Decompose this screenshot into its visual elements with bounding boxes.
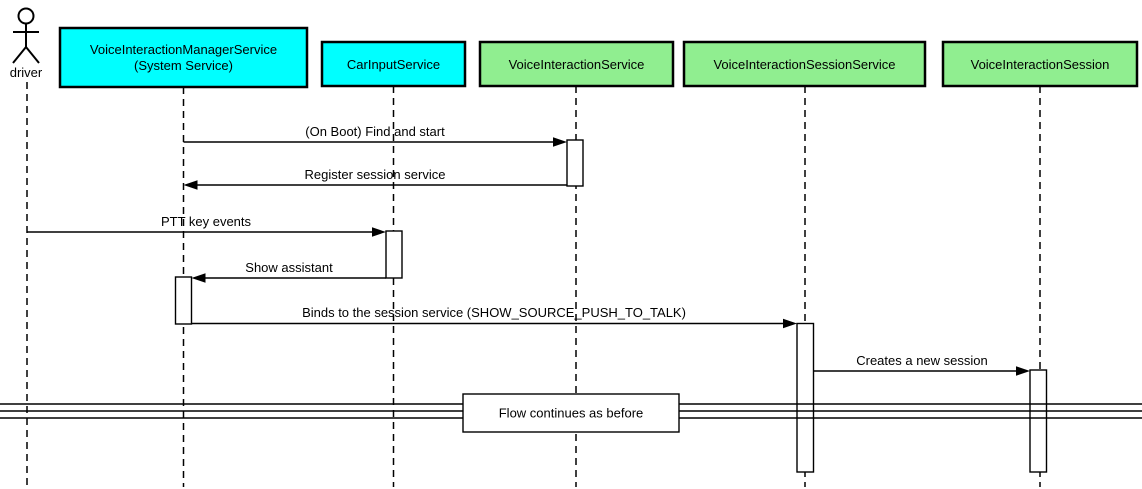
activation-voice-interaction-manager-service [174, 276, 193, 325]
message-ptt-key-events: PTT key events [27, 214, 386, 237]
participant-label: VoiceInteractionManagerService [90, 42, 277, 57]
participants: VoiceInteractionManagerService (System S… [58, 26, 1139, 89]
arrowhead-right-icon [783, 318, 797, 329]
participant-box [682, 40, 927, 88]
participant-box [320, 40, 467, 88]
participant-sublabel: (System Service) [134, 58, 233, 73]
message-on-boot-find-and-start: (On Boot) Find and start [183, 124, 567, 147]
participant-box [941, 40, 1139, 88]
actor-label: driver [10, 65, 43, 80]
message-creates-a-new-session: Creates a new session [813, 353, 1030, 376]
message-label: (On Boot) Find and start [305, 124, 445, 139]
actor-driver: driver [10, 7, 43, 80]
activation-car-input-service [385, 230, 403, 279]
message-show-assistant: Show assistant [191, 260, 386, 283]
participant-label: VoiceInteractionSession [971, 57, 1110, 72]
activation-voice-interaction-service [566, 139, 584, 187]
message-label: Creates a new session [856, 353, 988, 368]
arrowhead-right-icon [372, 227, 386, 237]
participant-label: VoiceInteractionSessionService [713, 57, 895, 72]
actor-head-icon [17, 7, 35, 25]
actor-right-leg-icon [25, 46, 40, 64]
message-label: Binds to the session service (SHOW_SOURC… [302, 305, 686, 320]
divider-label: Flow continues as before [499, 406, 644, 421]
participant-voice-interaction-manager-service: VoiceInteractionManagerService (System S… [58, 26, 309, 89]
participant-box [58, 26, 309, 89]
message-register-session-service: Register session service [183, 167, 567, 190]
divider: Flow continues as before [0, 393, 1142, 433]
participant-box [478, 40, 675, 88]
participant-voice-interaction-service: VoiceInteractionService [478, 40, 675, 88]
arrowhead-right-icon [1016, 366, 1030, 376]
participant-voice-interaction-session-service: VoiceInteractionSessionService [682, 40, 927, 88]
messages: (On Boot) Find and start Register sessio… [27, 124, 1030, 376]
activation-bars [174, 139, 1048, 473]
participant-label: CarInputService [347, 57, 440, 72]
message-label: Register session service [305, 167, 446, 182]
actor-left-leg-icon [12, 46, 27, 64]
message-label: Show assistant [245, 260, 333, 275]
arrowhead-right-icon [553, 137, 567, 147]
participant-voice-interaction-session: VoiceInteractionSession [941, 40, 1139, 88]
participant-car-input-service: CarInputService [320, 40, 467, 88]
activation-voice-interaction-session [1029, 369, 1048, 473]
divider-box [462, 393, 680, 433]
message-label: PTT key events [161, 214, 252, 229]
activation-voice-interaction-session-service [796, 322, 815, 473]
message-binds-to-session-service: Binds to the session service (SHOW_SOURC… [191, 305, 797, 329]
arrowhead-left-icon [183, 180, 198, 190]
participant-label: VoiceInteractionService [509, 57, 645, 72]
arrowhead-left-icon [191, 273, 206, 283]
